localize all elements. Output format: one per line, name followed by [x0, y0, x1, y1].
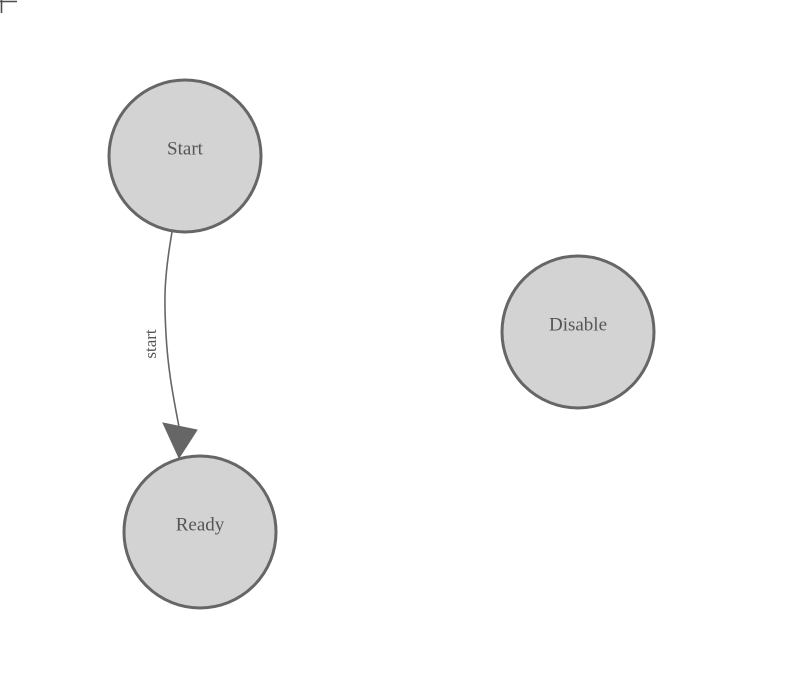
edge-curve-line[interactable]: [164, 231, 180, 428]
node-disable[interactable]: Disable: [500, 254, 656, 410]
node-start[interactable]: Start: [107, 78, 263, 234]
edge-start-to-ready[interactable]: start: [141, 231, 198, 460]
edge-label-start: start: [141, 329, 160, 359]
node-ready[interactable]: Ready: [122, 454, 278, 610]
node-ready-circle[interactable]: [122, 454, 278, 610]
corner-crop-mark: [0, 0, 17, 13]
node-start-circle[interactable]: [107, 78, 263, 234]
node-disable-circle[interactable]: [500, 254, 656, 410]
edge-arrowhead-icon: [162, 422, 198, 460]
